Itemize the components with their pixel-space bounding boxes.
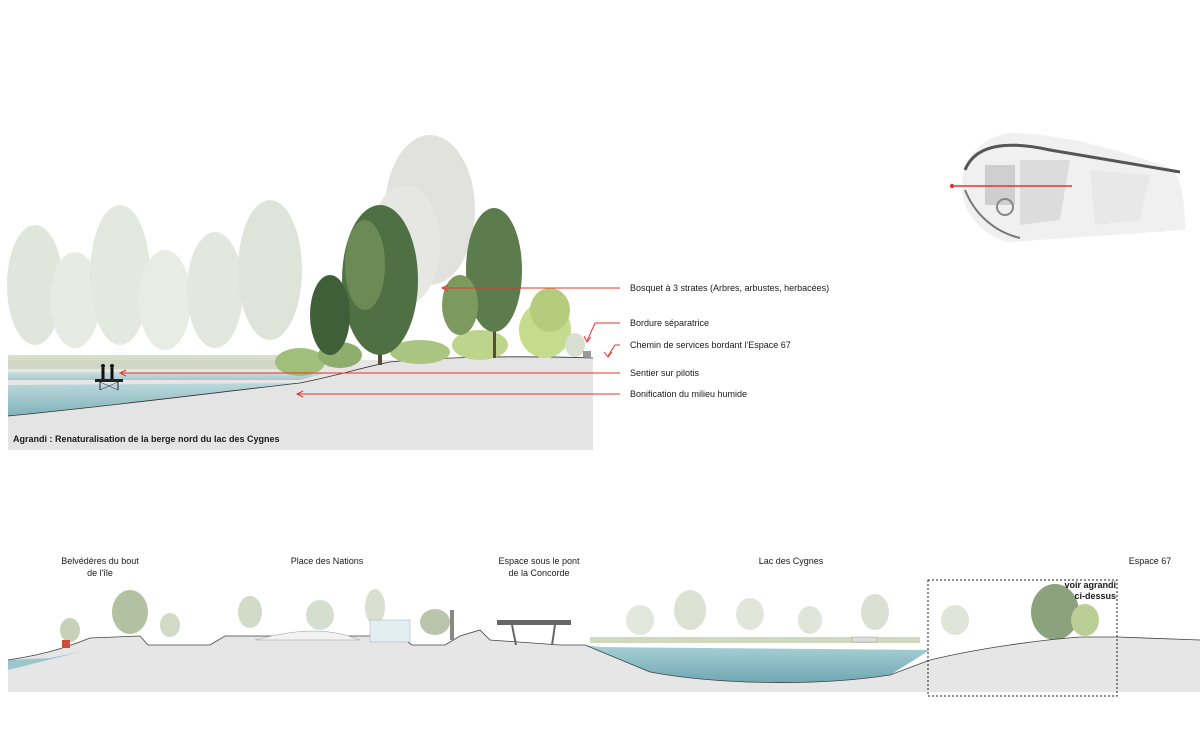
callout-sentier-pilotis: Sentier sur pilotis xyxy=(630,368,700,378)
lac-des-cygnes-water xyxy=(585,645,930,683)
key-plan-map xyxy=(949,133,1185,242)
terrain-slope xyxy=(8,356,593,450)
zoom-note: voir agrandi ci-dessus xyxy=(1064,580,1116,601)
callout-milieu-humide: Bonification du milieu humide xyxy=(630,389,748,399)
boardwalk-on-piles xyxy=(95,364,123,391)
place-label-espace-pont-concorde: Espace sous le pont de la Concorde xyxy=(498,556,580,578)
curb-element xyxy=(583,351,591,357)
place-label-place-des-nations: Place des Nations xyxy=(290,556,364,566)
foreground-trees xyxy=(310,205,570,365)
callout-bordure: Bordure séparatrice xyxy=(630,318,710,328)
long-section xyxy=(7,584,1200,692)
place-label-lac-des-cygnes: Lac des Cygnes xyxy=(758,556,824,566)
long-section-trees xyxy=(60,584,1099,642)
callout-arrows xyxy=(118,284,620,398)
enlarged-section xyxy=(7,135,594,450)
callout-bosquet: Bosquet à 3 strates (Arbres, arbustes, h… xyxy=(630,283,830,293)
concorde-bridge xyxy=(497,620,571,646)
zoom-frame xyxy=(927,579,1118,697)
long-section-terrain xyxy=(8,630,1200,692)
background-trees xyxy=(7,135,475,350)
place-label-belvederes: Belvédères du bout de l'île xyxy=(61,556,139,578)
section-caption: Agrandi : Renaturalisation de la berge n… xyxy=(13,434,280,444)
callout-chemin-services: Chemin de services bordant l'Espace 67 xyxy=(630,340,791,350)
place-label-espace-67: Espace 67 xyxy=(1128,556,1172,566)
